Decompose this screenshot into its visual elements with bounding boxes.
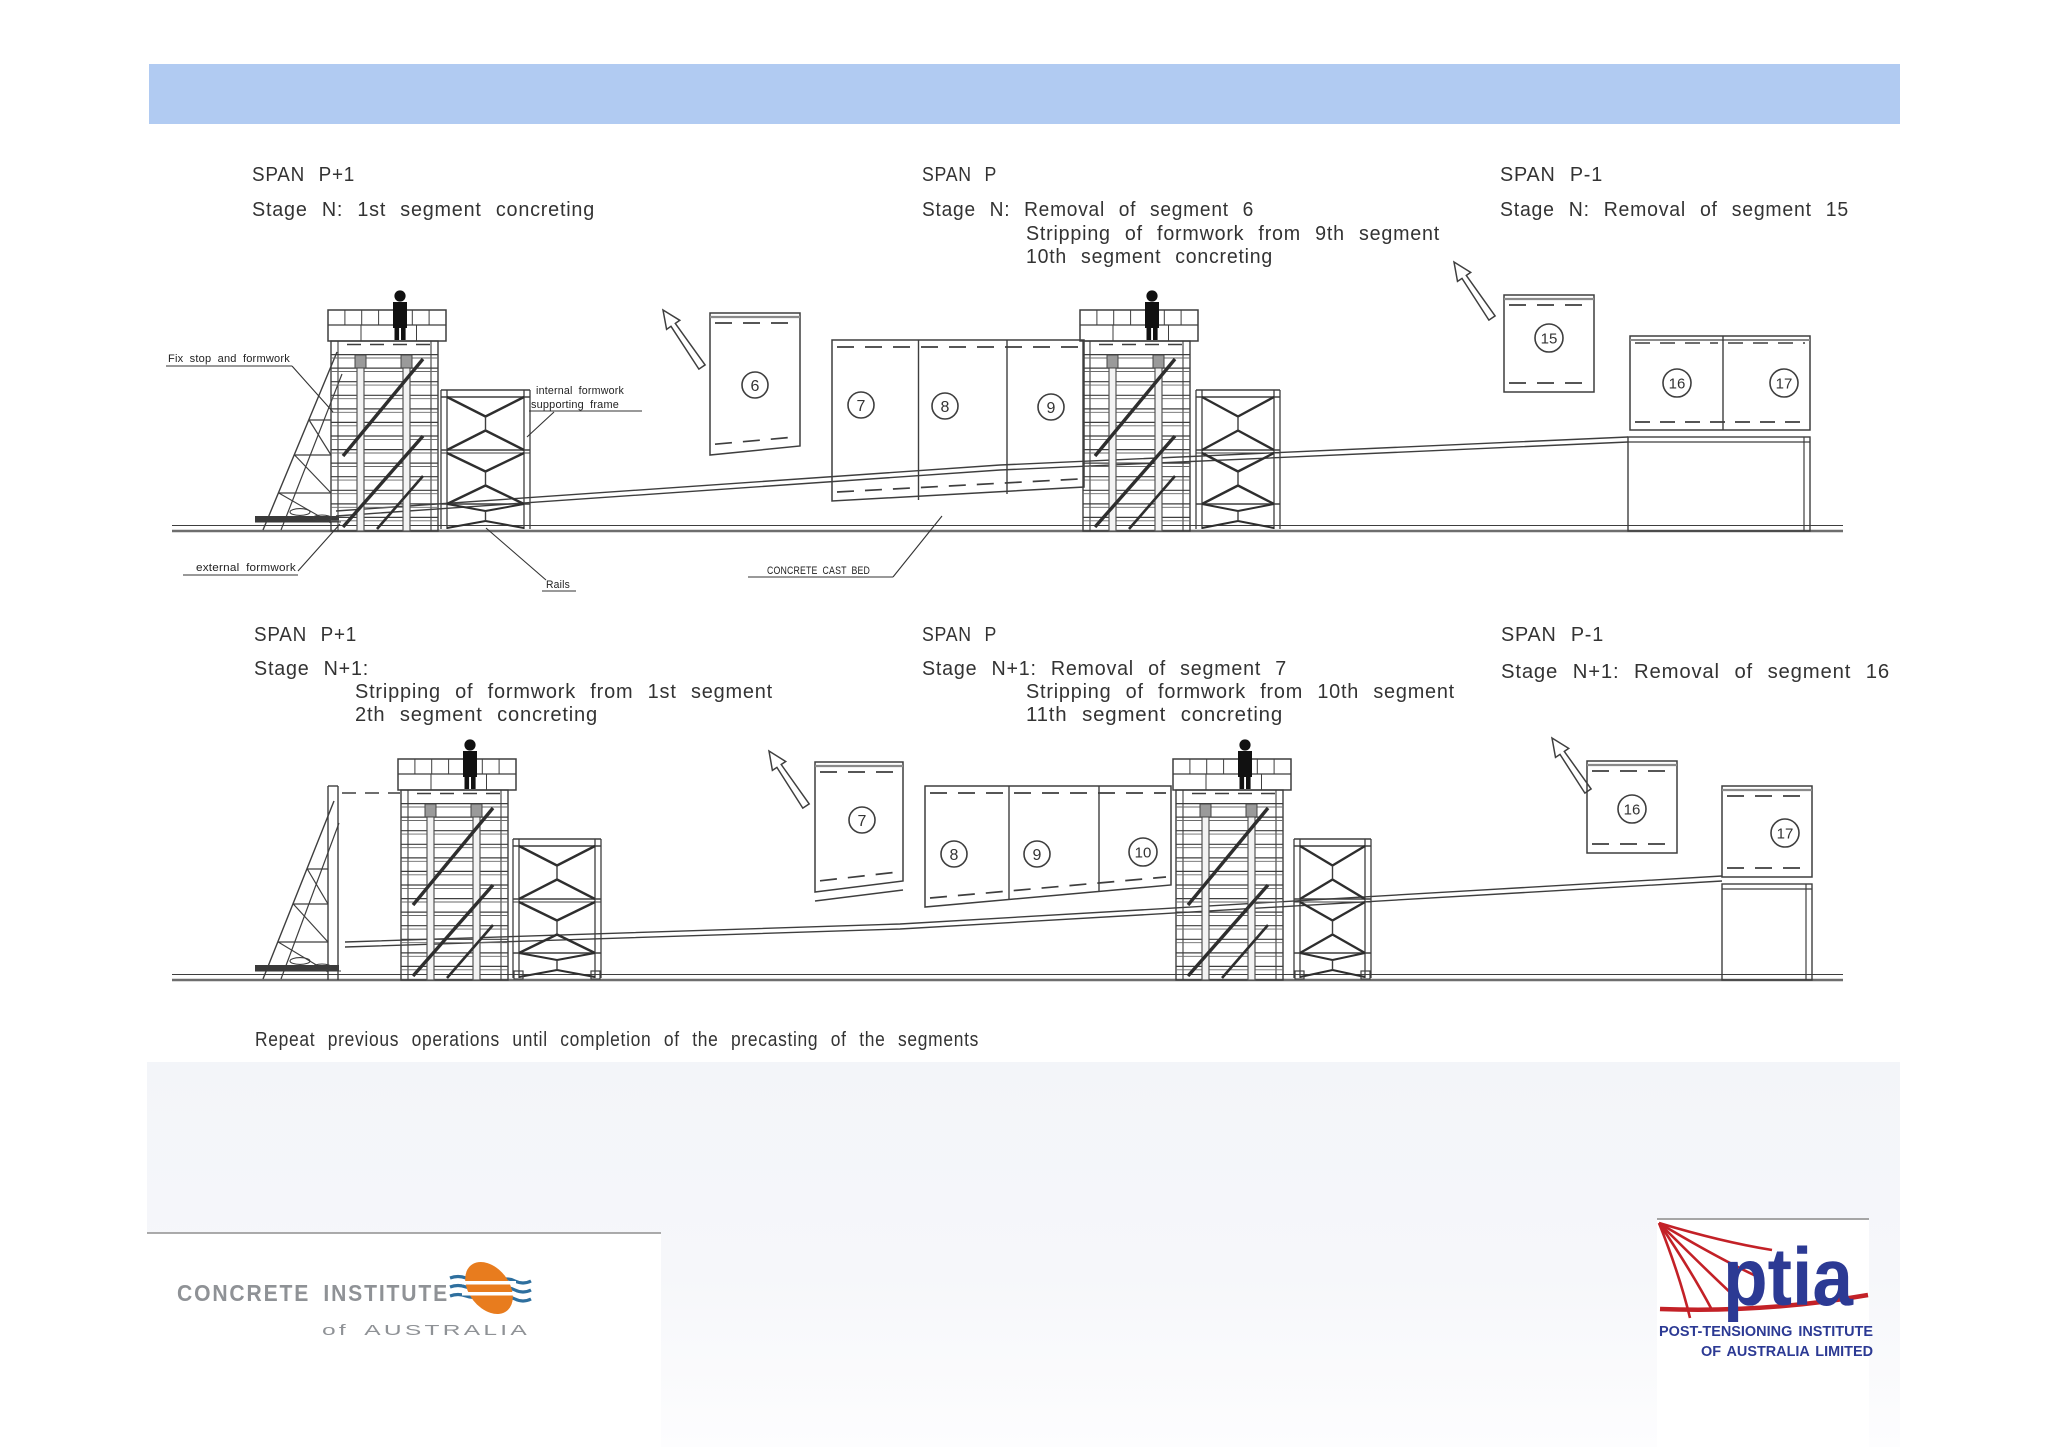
svg-text:Stage N+1: Removal of segment: Stage N+1: Removal of segment 16: [1501, 661, 1890, 683]
svg-text:2th segment concreting: 2th segment concreting: [355, 704, 598, 726]
svg-text:Stage N: Removal of segment 15: Stage N: Removal of segment 15: [1500, 199, 1849, 221]
svg-text:10: 10: [1135, 844, 1152, 861]
svg-text:SPAN P+1: SPAN P+1: [252, 164, 355, 186]
svg-text:17: 17: [1776, 375, 1793, 392]
svg-text:Rails: Rails: [546, 579, 570, 591]
svg-text:ptia: ptia: [1723, 1232, 1854, 1323]
svg-text:Stage N: Removal of segment 6: Stage N: Removal of segment 6: [922, 199, 1254, 221]
svg-text:7: 7: [858, 813, 867, 830]
svg-text:internal formwork: internal formwork: [536, 385, 624, 397]
svg-text:11th segment concreting: 11th segment concreting: [1026, 704, 1283, 726]
svg-text:supporting frame: supporting frame: [531, 399, 619, 411]
svg-text:15: 15: [1541, 330, 1558, 347]
svg-text:17: 17: [1777, 825, 1794, 842]
svg-text:16: 16: [1669, 375, 1686, 392]
svg-text:7: 7: [857, 398, 866, 415]
svg-text:SPAN P: SPAN P: [922, 624, 997, 646]
svg-text:9: 9: [1047, 400, 1056, 417]
svg-text:CONCRETE INSTITUTE: CONCRETE INSTITUTE: [177, 1280, 449, 1306]
svg-text:of AUSTRALIA: of AUSTRALIA: [322, 1322, 530, 1339]
svg-text:Stage N+1:: Stage N+1:: [254, 658, 369, 680]
svg-text:8: 8: [950, 847, 959, 864]
svg-text:POST-TENSIONING INSTITUTE: POST-TENSIONING INSTITUTE: [1659, 1324, 1873, 1340]
svg-text:6: 6: [751, 378, 760, 395]
svg-text:external formwork: external formwork: [196, 562, 296, 574]
svg-text:Stripping of formwork from 1st: Stripping of formwork from 1st segment: [355, 681, 773, 703]
svg-text:Fix stop and formwork: Fix stop and formwork: [168, 353, 290, 365]
svg-text:OF AUSTRALIA LIMITED: OF AUSTRALIA LIMITED: [1701, 1344, 1873, 1360]
svg-text:SPAN P: SPAN P: [922, 164, 997, 186]
svg-text:SPAN P-1: SPAN P-1: [1500, 164, 1603, 186]
svg-text:9: 9: [1033, 847, 1042, 864]
svg-text:SPAN P+1: SPAN P+1: [254, 624, 357, 646]
svg-text:SPAN P-1: SPAN P-1: [1501, 624, 1604, 646]
svg-text:CONCRETE CAST BED: CONCRETE CAST BED: [767, 565, 870, 577]
svg-text:16: 16: [1624, 801, 1641, 818]
svg-text:Stage N+1: Removal of segment: Stage N+1: Removal of segment 7: [922, 658, 1287, 680]
svg-text:Repeat previous operations unt: Repeat previous operations until complet…: [255, 1029, 979, 1051]
svg-text:Stripping of formwork from 10t: Stripping of formwork from 10th segment: [1026, 681, 1455, 703]
svg-text:8: 8: [941, 399, 950, 416]
svg-text:Stripping of formwork from 9th: Stripping of formwork from 9th segment: [1026, 223, 1440, 245]
svg-text:10th segment concreting: 10th segment concreting: [1026, 246, 1273, 268]
svg-text:Stage N: 1st segment concretin: Stage N: 1st segment concreting: [252, 199, 595, 221]
